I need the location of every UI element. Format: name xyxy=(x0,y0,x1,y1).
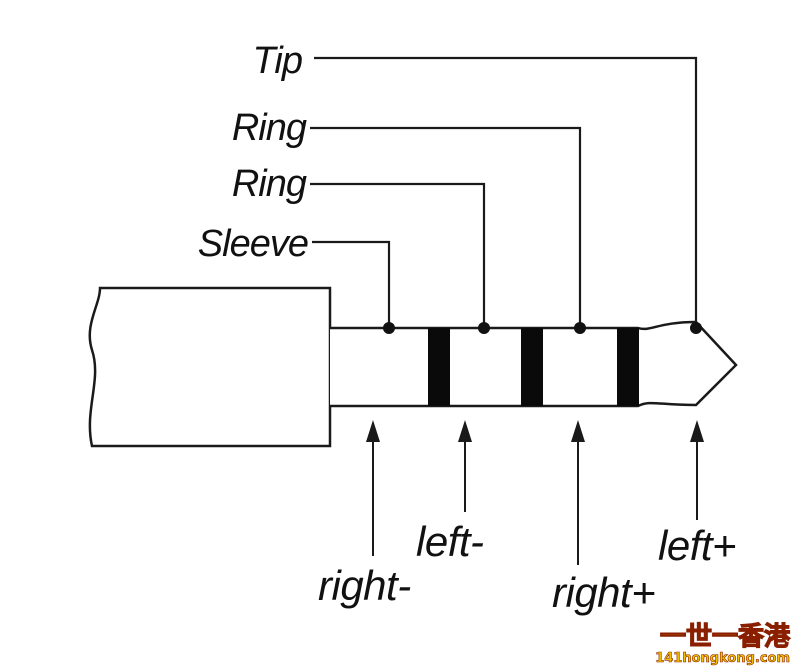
ring-2-leader-line xyxy=(310,126,582,328)
tip-contact-dot xyxy=(690,322,702,334)
sleeve-contact-dot xyxy=(383,322,395,334)
sleeve-label: Sleeve xyxy=(198,223,308,265)
right-minus-label: right- xyxy=(318,562,411,609)
insulator-band-1 xyxy=(428,328,450,406)
left-minus-label: left- xyxy=(416,518,484,565)
ring-2-contact-dot xyxy=(574,322,586,334)
sleeve-leader-line xyxy=(312,240,391,328)
insulator-band-3 xyxy=(617,328,639,406)
ring-1-contact-dot xyxy=(478,322,490,334)
ring-2-label: Ring xyxy=(232,107,307,149)
insulator-band-2 xyxy=(521,328,543,406)
plug-housing xyxy=(88,286,332,448)
tip-label: Tip xyxy=(253,40,302,82)
tip-leader-line xyxy=(314,56,698,328)
watermark-site: 141hongkong.com xyxy=(655,651,790,666)
right-plus-label: right+ xyxy=(552,569,655,616)
ring-1-leader-line xyxy=(310,182,486,328)
right-minus-arrow xyxy=(366,420,380,556)
site-watermark: 一世一香港 141hongkong.com xyxy=(655,621,792,666)
left-plus-label: left+ xyxy=(658,522,736,569)
watermark-slogan: 一世一香港 xyxy=(660,622,791,652)
left-minus-arrow xyxy=(458,420,472,512)
left-plus-arrow xyxy=(690,420,704,520)
ring-1-label: Ring xyxy=(232,163,307,205)
right-plus-arrow xyxy=(571,420,585,565)
